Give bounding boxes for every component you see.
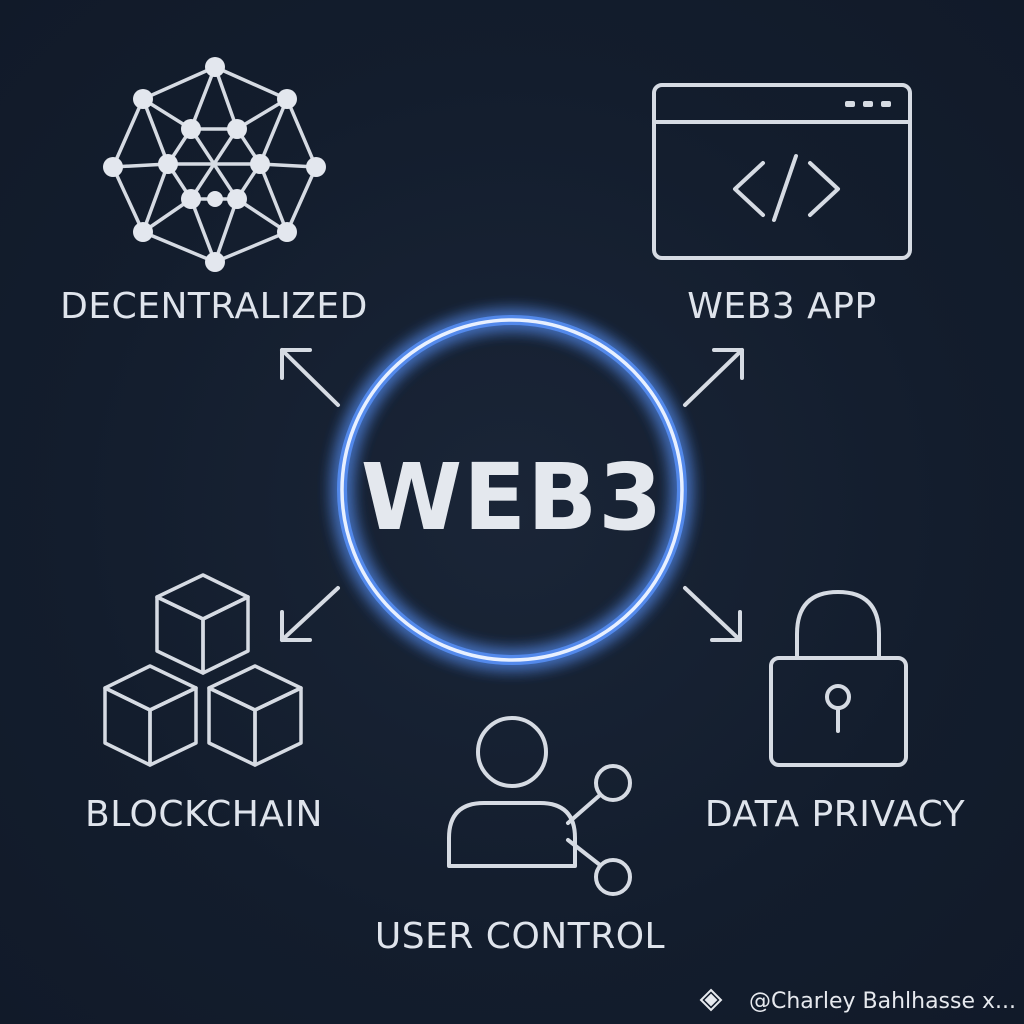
user-share-icon — [447, 716, 632, 896]
code-window-icon — [652, 83, 912, 260]
window-dots — [845, 101, 891, 107]
watermark-logo — [699, 988, 723, 1012]
label-data-privacy: DATA PRIVACY — [704, 794, 966, 835]
arrow-to-data-privacy — [683, 586, 742, 642]
label-web3-app: WEB3 APP — [687, 286, 877, 327]
label-user-control: USER CONTROL — [374, 916, 666, 957]
center-title: WEB3 — [360, 444, 664, 551]
label-decentralized: DECENTRALIZED — [60, 286, 368, 327]
arrow-to-web3-app — [683, 348, 744, 407]
label-blockchain: BLOCKCHAIN — [85, 794, 323, 835]
cubes-icon — [103, 573, 303, 767]
arrow-to-blockchain — [280, 586, 340, 642]
arrow-to-decentralized — [280, 348, 340, 407]
watermark-text: @Charley Bahlhasse x... — [749, 989, 1016, 1014]
padlock-icon — [769, 590, 908, 767]
center-ring-core — [340, 318, 684, 662]
network-nodes — [103, 57, 326, 272]
